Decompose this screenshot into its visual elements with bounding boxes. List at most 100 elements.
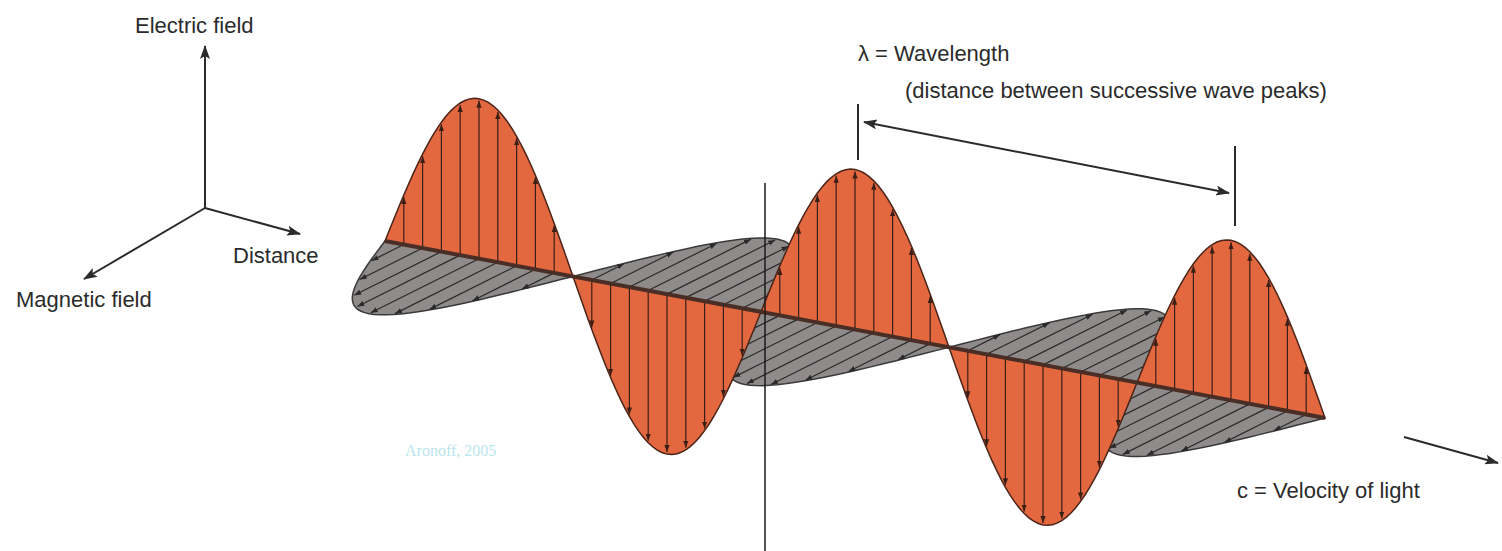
wavelength-marker [858, 104, 1235, 226]
field-vector [685, 298, 686, 448]
field-vector [372, 245, 404, 261]
field-vector [1043, 311, 1151, 365]
field-vector [422, 156, 423, 248]
electric-lobe [949, 347, 1137, 525]
field-vector [1005, 358, 1006, 485]
field-vector [779, 268, 780, 315]
field-vector [478, 101, 479, 259]
electric-lobe [1137, 240, 1325, 418]
propagation-axis [385, 241, 1325, 418]
field-vector [403, 197, 404, 244]
electric-lobe-fill [385, 98, 573, 276]
field-vector [429, 266, 516, 310]
reference-line [764, 183, 766, 551]
field-vector [522, 273, 554, 289]
field-vector [357, 255, 460, 306]
electric-lobe [761, 169, 949, 347]
electric-lobe [385, 98, 573, 276]
field-vector [771, 333, 874, 384]
field-vector [610, 283, 611, 375]
field-vector [1268, 280, 1269, 407]
field-vector [460, 105, 461, 255]
field-vector [898, 344, 930, 360]
field-vector [967, 351, 968, 398]
field-vector [535, 177, 536, 269]
field-vector [667, 240, 775, 294]
field-vector [1306, 367, 1307, 414]
field-vector [1155, 339, 1156, 386]
field-vector [798, 227, 799, 319]
axis-label: Magnetic field [16, 288, 152, 312]
field-vector [1287, 319, 1288, 411]
wavelength-label: λ = Wavelength [858, 42, 1009, 66]
field-vector [666, 294, 667, 452]
axis-label: Distance [233, 244, 319, 268]
electric-lobe-fill [949, 347, 1137, 525]
tick-line [857, 104, 859, 160]
field-vector [1042, 365, 1043, 523]
field-vector [648, 291, 649, 441]
field-vector [1118, 379, 1119, 426]
field-vector [968, 335, 1000, 351]
velocity-label: c = Velocity of light [1237, 479, 1420, 503]
field-vector [849, 340, 912, 371]
field-vector [723, 305, 724, 397]
field-vector [1274, 414, 1306, 430]
field-vector [986, 354, 987, 446]
electric-lobe-fill [1137, 240, 1325, 418]
field-vector [742, 308, 743, 355]
field-vector [611, 252, 674, 283]
field-vector [592, 264, 624, 280]
field-vector [1099, 376, 1100, 468]
field-vector [648, 239, 751, 290]
field-vector [817, 195, 818, 322]
distance-axis [205, 208, 300, 234]
field-vector [360, 248, 423, 279]
electric-lobe-fill [761, 169, 949, 347]
field-vector [836, 176, 837, 326]
field-vector [911, 248, 912, 340]
field-vector [629, 287, 630, 414]
wavelength-note: (distance between successive wave peaks) [905, 79, 1327, 103]
field-vector [854, 172, 855, 330]
field-vector [1230, 242, 1231, 400]
wavelength-arrow [864, 122, 1229, 193]
field-vector [497, 112, 498, 262]
magnetic-axis [84, 208, 205, 279]
field-vector [873, 183, 874, 333]
field-vector [473, 269, 536, 300]
field-vector [930, 296, 931, 343]
tick-line [1234, 146, 1236, 226]
field-vector [1249, 254, 1250, 404]
electric-lobe-fill [573, 276, 761, 454]
field-vector [1181, 407, 1268, 451]
velocity-arrow [1404, 437, 1498, 463]
field-vector [371, 259, 479, 313]
field-vector [1193, 266, 1194, 393]
field-vector [1225, 411, 1288, 442]
watermark: Aronoff, 2005 [405, 442, 496, 460]
field-vector [747, 330, 855, 384]
field-vector [987, 323, 1050, 354]
axis-label: Electric field [135, 14, 254, 38]
field-vector [554, 225, 555, 272]
field-vector [516, 138, 517, 265]
field-vector [1024, 310, 1127, 361]
field-vector [354, 252, 441, 296]
field-vector [441, 124, 442, 251]
field-vector [1212, 247, 1213, 397]
field-vector [629, 243, 716, 287]
field-vector [805, 337, 892, 381]
field-vector [591, 280, 592, 327]
field-vector [704, 301, 705, 428]
field-vector [1147, 404, 1250, 455]
wave-group [352, 98, 1325, 525]
field-vector [1005, 314, 1092, 358]
field-vector [1061, 368, 1062, 518]
electric-lobe [573, 276, 761, 454]
field-vector [1080, 372, 1081, 499]
field-vector [892, 209, 893, 336]
field-vector [1024, 361, 1025, 511]
field-vector [1174, 298, 1175, 390]
field-vector [395, 262, 498, 313]
